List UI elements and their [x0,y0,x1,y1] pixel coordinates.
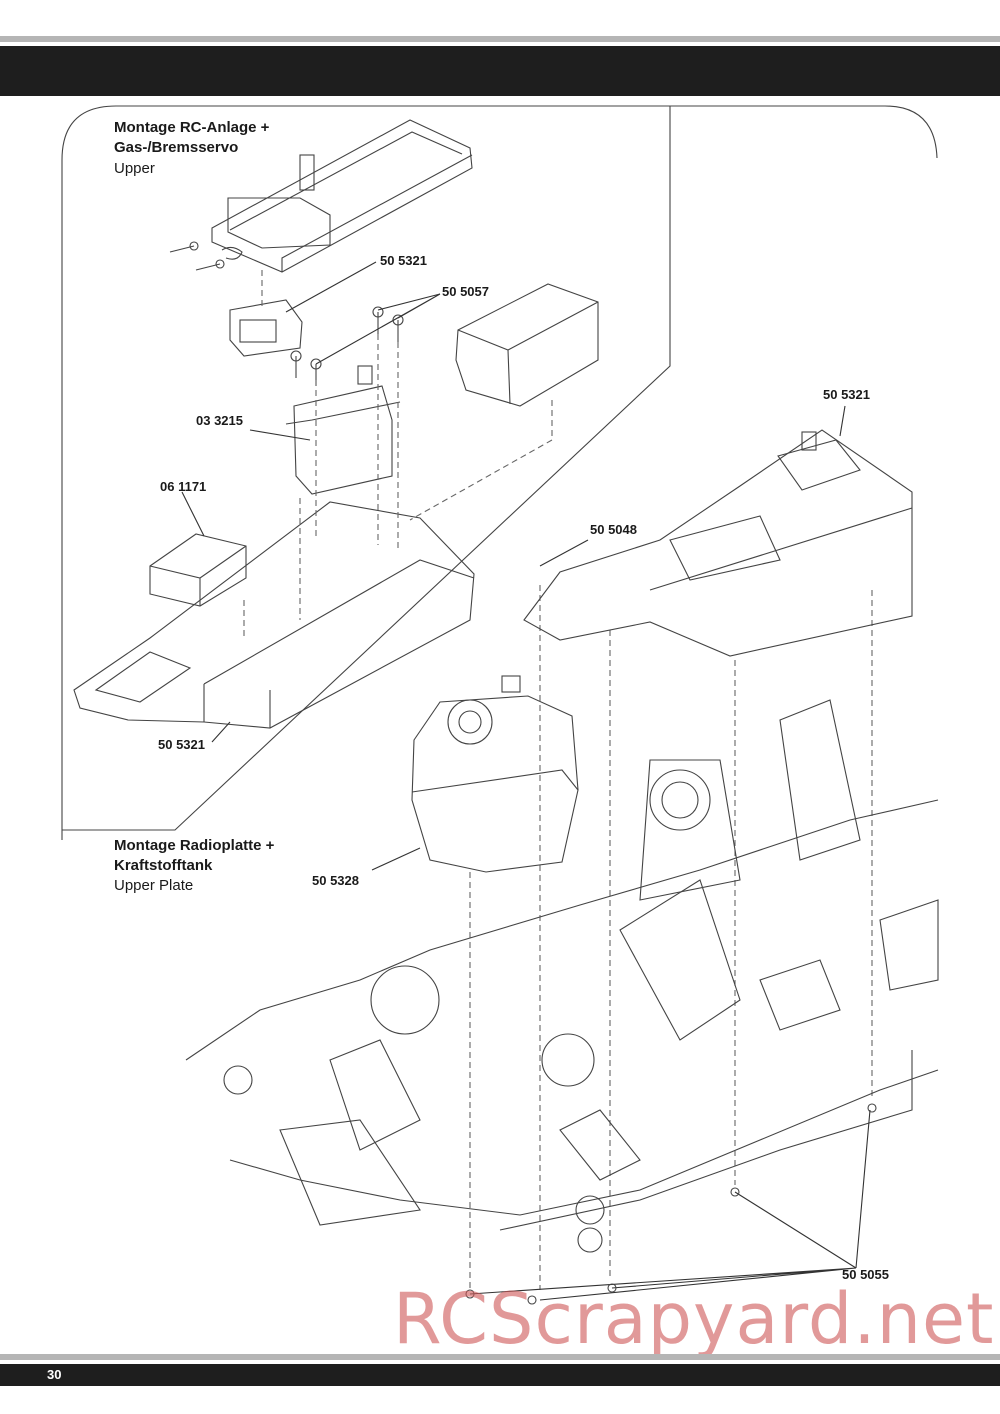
servo [285,365,401,495]
section2-heading-line1: Montage Radioplatte + [114,837,275,854]
part-label-3: 03 3215 [196,413,243,428]
fuel-tank [411,675,579,873]
section2-heading-line2: Kraftstofftank [114,857,213,874]
section1-heading-line2: Gas-/Bremsservo [114,139,239,156]
section2-heading: Montage Radioplatte + Kraftstofftank [114,836,274,876]
footer-bar [0,1364,1000,1386]
radio-box-cover [211,119,473,273]
battery-pack [455,283,599,407]
section1-heading-line1: Montage RC-Anlage + [114,119,270,136]
footer-stripe [0,1354,1000,1360]
part-label-5: 50 5321 [823,387,870,402]
receiver [149,533,247,607]
part-label-4: 06 1171 [160,479,207,494]
page-number: 30 [47,1367,62,1382]
part-label-9: 50 5055 [842,1267,889,1282]
header-bar [0,46,1000,96]
divider-line [62,106,671,831]
header-stripe [0,36,1000,42]
screws-top [169,241,404,386]
section1-subtitle: Upper [114,160,155,177]
watermark: RCScrapyard.net [393,1278,995,1360]
chassis [185,699,939,1253]
radio-plate-assembled [523,429,913,657]
part-label-1: 50 5321 [380,253,427,268]
part-label-8: 50 5328 [312,873,359,888]
section2-subtitle: Upper Plate [114,877,194,894]
part-label-7: 50 5048 [590,522,637,537]
radio-plate-left [73,501,475,729]
screws-bottom [465,1103,877,1305]
switch [229,299,303,357]
section1-heading: Montage RC-Anlage + Gas-/Bremsservo [114,118,269,158]
part-label-2: 50 5057 [442,284,489,299]
panel-border [61,105,938,840]
part-label-6: 50 5321 [158,737,205,752]
